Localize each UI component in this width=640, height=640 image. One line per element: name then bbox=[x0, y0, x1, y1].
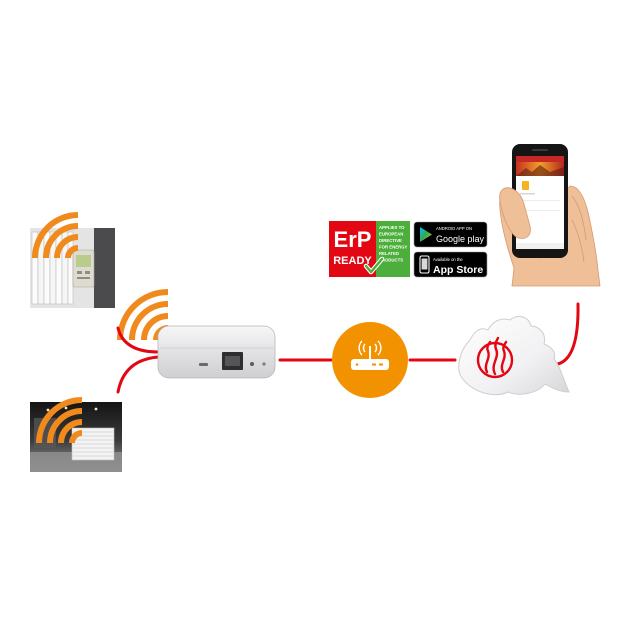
router-badge bbox=[332, 322, 408, 398]
wall-panel bbox=[94, 228, 115, 308]
cloud-to-phone-link bbox=[556, 302, 580, 366]
reset-hole bbox=[262, 362, 266, 366]
svg-text:DIRECTIVE: DIRECTIVE bbox=[379, 238, 402, 243]
thumb bbox=[499, 187, 531, 239]
app-bottom-bar bbox=[516, 243, 564, 249]
phone-speaker bbox=[532, 149, 548, 151]
radiator-to-hub-link bbox=[116, 355, 160, 394]
google-play-small-text: ANDROID APP ON bbox=[436, 226, 472, 231]
svg-text:APPLIES TO: APPLIES TO bbox=[379, 225, 405, 230]
app-store-icon bbox=[419, 255, 430, 274]
router-icon bbox=[351, 340, 389, 370]
connection-lines bbox=[116, 302, 580, 394]
wifi-signal-icon bbox=[32, 212, 79, 259]
app-header-bar bbox=[516, 156, 564, 162]
google-play-large-text: Google play bbox=[436, 234, 485, 244]
erp-label: ErP bbox=[334, 227, 372, 252]
thermostat-control bbox=[72, 249, 95, 288]
wifi-signal-icon bbox=[36, 397, 83, 444]
app-store-large-text: App Store bbox=[433, 264, 483, 276]
erp-ready-badge: ErP READY APPLIES TO EUROPEAN DIRECTIVE … bbox=[329, 221, 410, 277]
vertical-radiator-photo bbox=[30, 228, 115, 308]
svg-text:EUROPEAN: EUROPEAN bbox=[379, 232, 403, 237]
cloud-service bbox=[458, 315, 570, 396]
app-store-small-text: Available on the bbox=[433, 257, 463, 262]
svg-text:FOR ENERGY: FOR ENERGY bbox=[379, 245, 408, 250]
power-jack bbox=[250, 362, 254, 366]
gateway-hub bbox=[157, 325, 276, 379]
play-store-icon bbox=[420, 227, 432, 242]
flame-icon bbox=[476, 336, 514, 379]
erp-ready-label: READY bbox=[333, 255, 372, 267]
app-store-badge: Available on the App Store bbox=[413, 251, 488, 278]
svg-text:RELATED: RELATED bbox=[379, 251, 399, 256]
radiator-to-hub-link bbox=[116, 326, 160, 354]
usb-port bbox=[199, 363, 208, 366]
phone-screen bbox=[516, 156, 564, 249]
svg-text:PRODUCTS: PRODUCTS bbox=[379, 258, 403, 263]
smartphone-in-hand bbox=[499, 144, 601, 287]
google-play-badge: ANDROID APP ON Google play bbox=[413, 221, 488, 248]
erp-directive-text: APPLIES TO EUROPEAN DIRECTIVE FOR ENERGY… bbox=[379, 225, 408, 263]
radiator-tile-icon bbox=[522, 181, 529, 190]
